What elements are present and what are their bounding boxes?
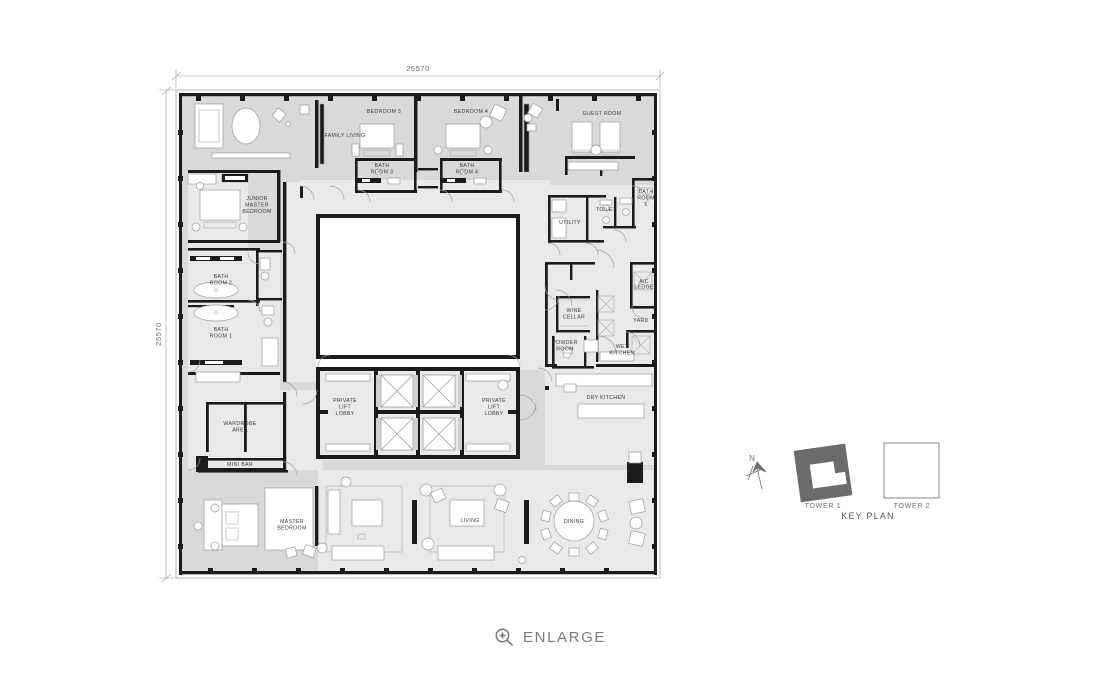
enlarge-label: ENLARGE (523, 628, 606, 646)
label-family-living: FAMILY LIVING (325, 133, 366, 139)
tower-1-shape (793, 443, 853, 503)
central-void (316, 214, 520, 367)
label-mini-bar: MINI BAR (227, 462, 253, 468)
enlarge-button[interactable]: ENLARGE (494, 627, 606, 647)
dimension-left (159, 86, 176, 583)
door-swings (187, 185, 649, 477)
label-toilet: TOILET (596, 207, 617, 213)
label-guest-room: GUEST ROOM (583, 111, 622, 117)
magnifier-plus-icon (494, 627, 514, 647)
tower-2-label: TOWER 2 (894, 503, 931, 510)
interior-walls (188, 96, 656, 546)
tower-1-label: TOWER 1 (805, 503, 842, 510)
label-dry-kitchen: DRY KITCHEN (587, 395, 626, 401)
dimension-top-value: 25570 (406, 64, 430, 73)
dimension-left-value: 25570 (154, 322, 163, 346)
label-dining: DINING (564, 519, 584, 525)
perimeter-walls (178, 93, 657, 575)
key-plan-title: KEY PLAN (841, 511, 894, 521)
enlarge-bar: ENLARGE (0, 612, 1100, 662)
dimension-top (171, 70, 665, 88)
north-arrow-icon (745, 461, 767, 490)
label-bedroom-4: BEDROOM 4 (454, 109, 488, 115)
label-bedroom-3: BEDROOM 3 (367, 109, 401, 115)
label-living: LIVING (460, 518, 479, 524)
tower-2-shape (883, 442, 940, 499)
label-utility: UTILITY (559, 220, 581, 226)
north-label: N (749, 454, 755, 463)
key-plan: N TOWER 1 TOWER 2 KEY PLAN (745, 442, 940, 521)
label-yard: YARD (633, 318, 648, 324)
furniture (187, 102, 653, 564)
